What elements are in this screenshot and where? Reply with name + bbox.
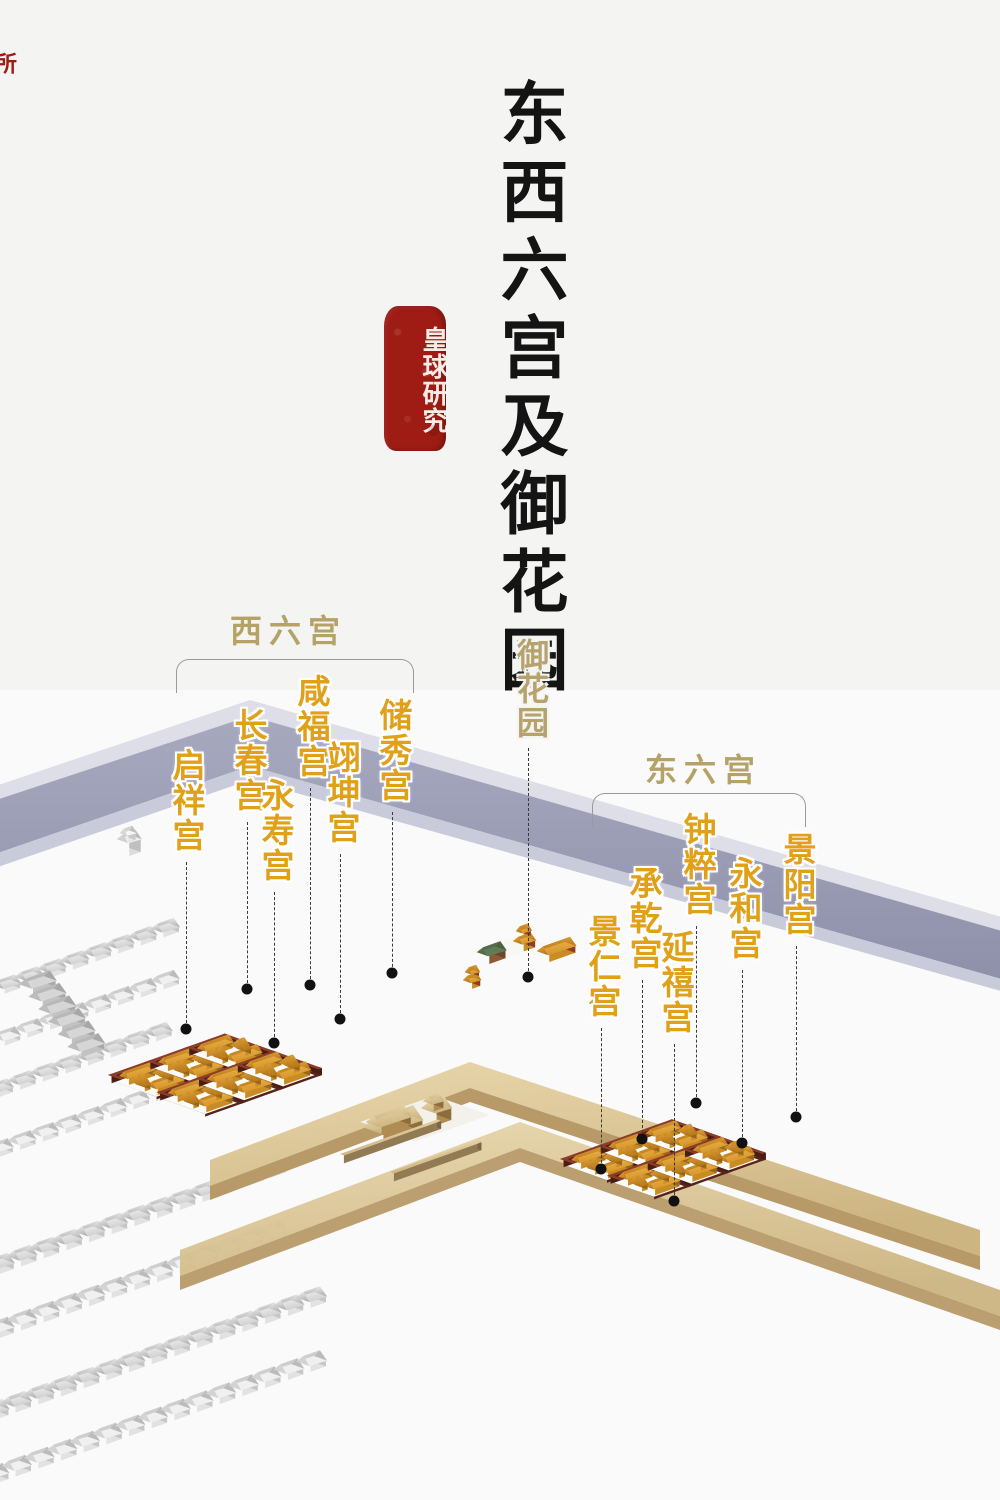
leader-line-garden: [528, 748, 529, 976]
leader-dot-chengqian: [636, 1133, 648, 1145]
palace-label-changchun: 长春宫: [229, 708, 268, 813]
palace-label-chengqian: 承乾宫: [624, 866, 663, 971]
leader-line-jingren: [601, 1028, 602, 1168]
leader-line-yanxi: [674, 1044, 675, 1200]
leader-dot-jingyang: [790, 1111, 802, 1123]
leader-dot-qixiang: [180, 1023, 192, 1035]
palace-label-yongshou: 永寿宫: [256, 778, 295, 883]
palace-label-yonghe: 永和宫: [724, 856, 763, 961]
leader-dot-garden: [522, 971, 534, 983]
leader-line-qixiang: [186, 862, 187, 1028]
leader-line-chengqian: [642, 980, 643, 1138]
east-group-heading: 东六宫: [645, 751, 763, 789]
west-six-palaces-cluster: [108, 1033, 322, 1117]
palace-label-yanxi: 延禧宫: [656, 930, 695, 1035]
palace-label-chuxiu: 储秀宫: [374, 698, 413, 803]
central-throne-hall: [340, 1093, 490, 1182]
leader-line-jingyang: [796, 946, 797, 1116]
palace-label-xianfu: 咸福宫: [292, 674, 331, 779]
palace-label-jingren: 景仁宫: [583, 914, 622, 1019]
leader-dot-yonghe: [736, 1137, 748, 1149]
west-group-heading: 西六宫: [230, 612, 348, 650]
palace-label-qixiang: 启祥宫: [167, 748, 206, 853]
leader-line-yonghe: [742, 970, 743, 1142]
palace-label-jingyang: 景阳宫: [778, 832, 817, 937]
palace-label-yikun: 翊坤宫: [322, 740, 361, 845]
leader-dot-yikun: [334, 1013, 346, 1025]
leader-line-yongshou: [274, 892, 275, 1042]
palace-label-imperial-garden: 御花园: [512, 638, 550, 740]
leader-dot-zhongcui: [690, 1097, 702, 1109]
leader-line-changchun: [247, 822, 248, 988]
east-six-palaces-cluster: [560, 1119, 766, 1200]
leader-dot-chuxiu: [386, 967, 398, 979]
leader-dot-yongshou: [268, 1037, 280, 1049]
east-group-bracket: [592, 793, 806, 827]
leader-dot-changchun: [241, 983, 253, 995]
seal-side-text: 所: [0, 52, 17, 74]
west-group-bracket: [176, 659, 414, 693]
leader-dot-yanxi: [668, 1195, 680, 1207]
forbidden-city-isometric-map: [0, 690, 1000, 1500]
leader-line-chuxiu: [392, 812, 393, 972]
leader-line-zhongcui: [696, 926, 697, 1102]
palace-label-zhongcui: 钟粹宫: [678, 812, 717, 917]
leader-line-xianfu: [310, 788, 311, 984]
leader-line-yikun: [340, 854, 341, 1018]
leader-dot-xianfu: [304, 979, 316, 991]
page-title: 东西六宫及御花园: [488, 78, 568, 702]
seal-text: 皇球研究: [418, 326, 446, 434]
leader-dot-jingren: [595, 1163, 607, 1175]
studio-seal: 皇球研究: [384, 306, 446, 451]
